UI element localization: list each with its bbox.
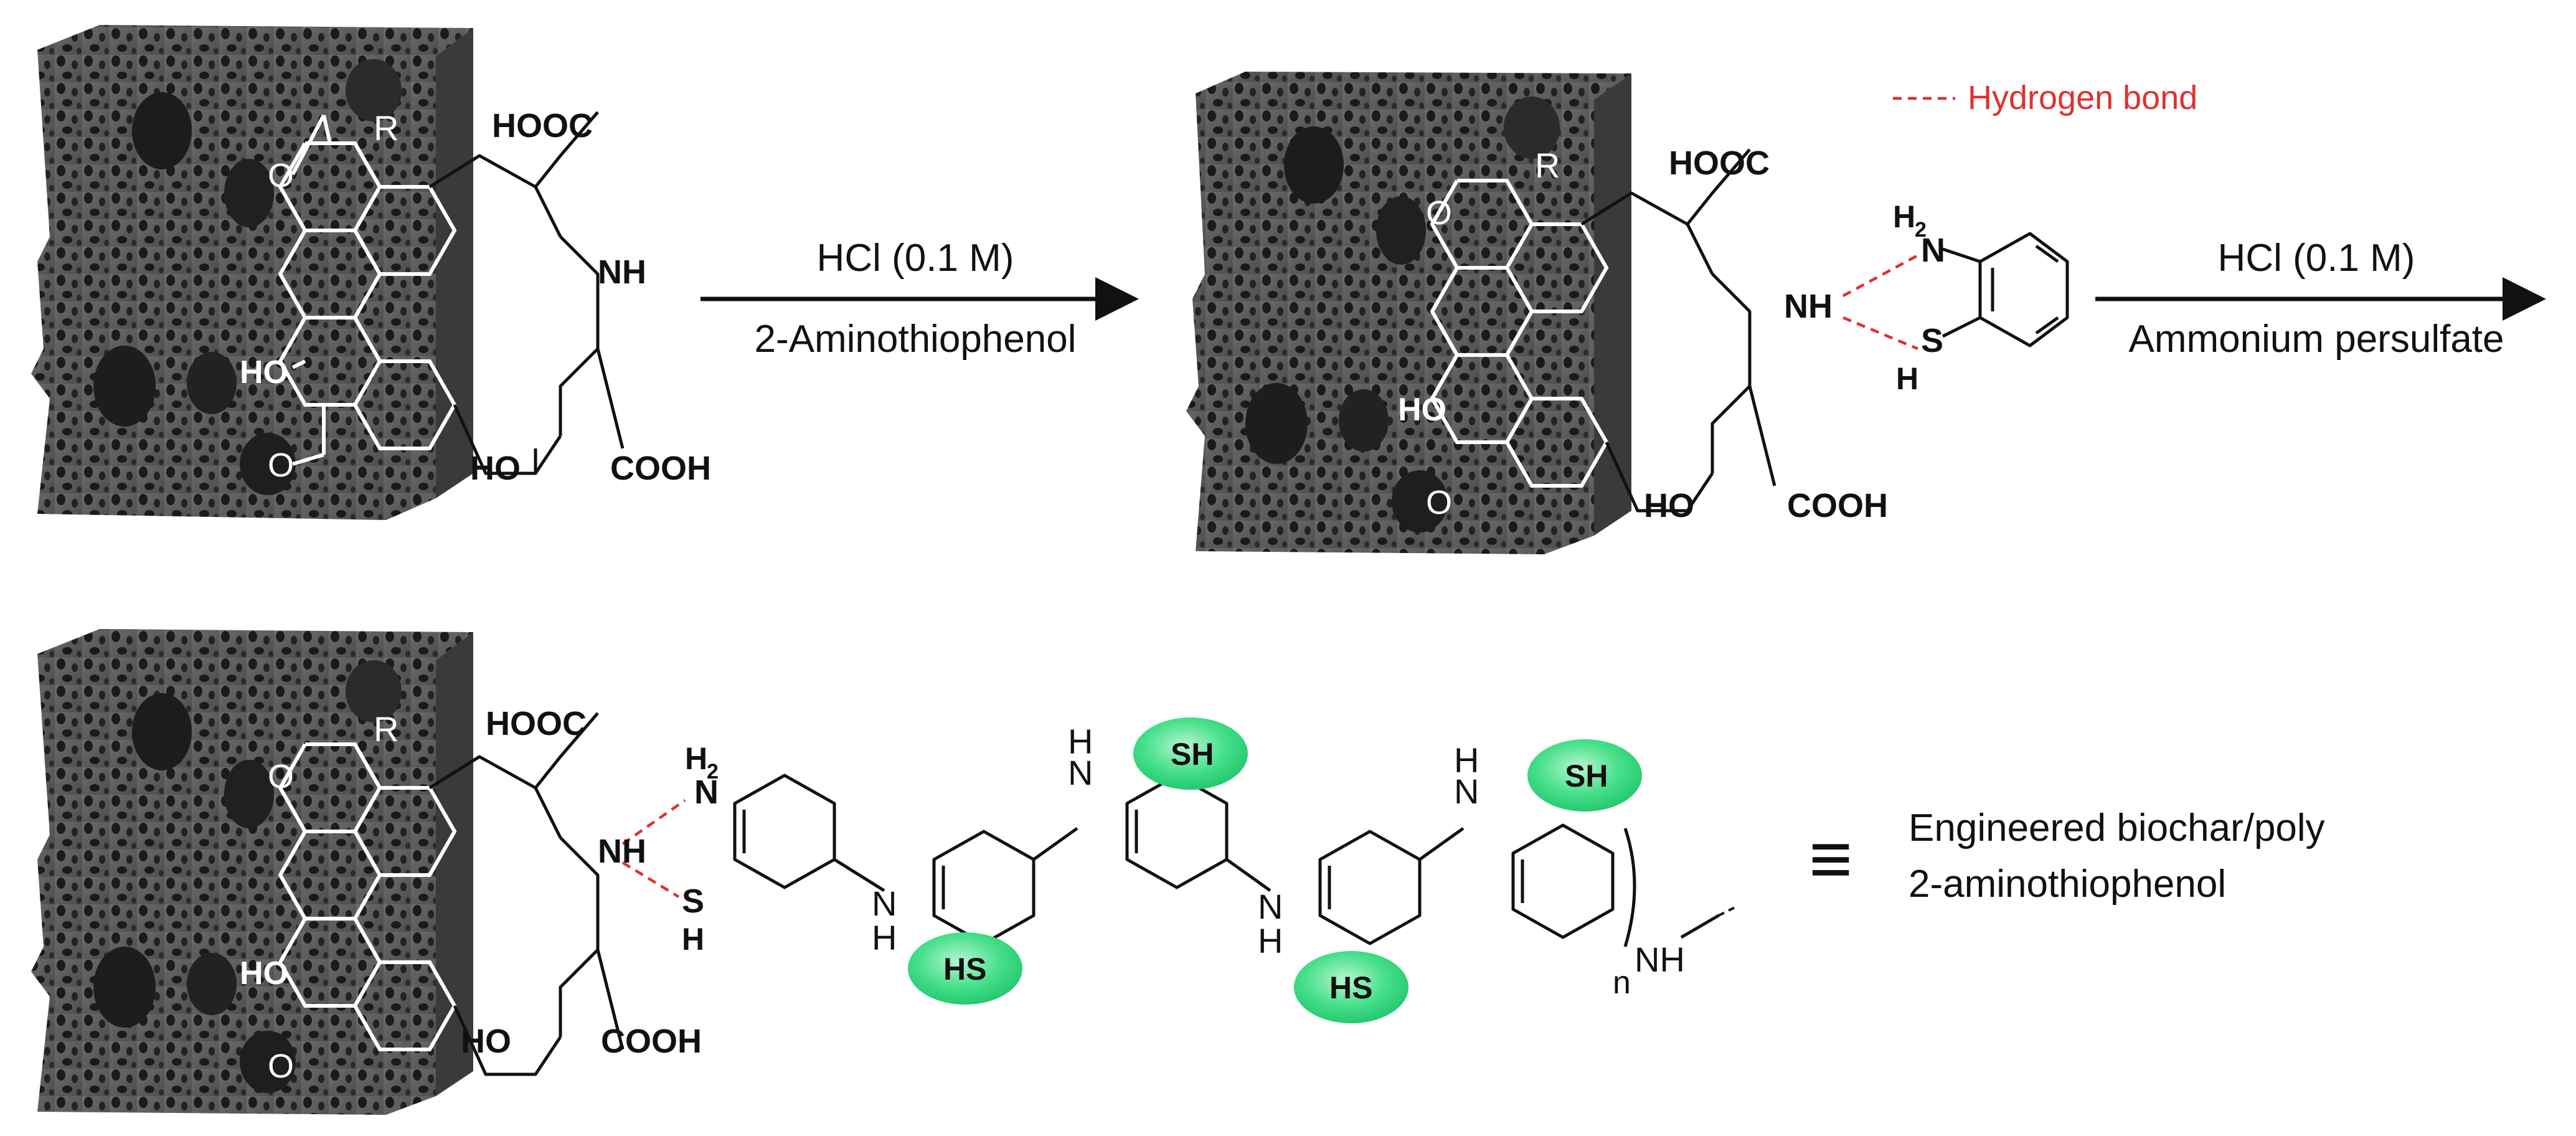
polymer-h2-subscript: 2 bbox=[707, 760, 719, 783]
thiol-label-2: HS bbox=[943, 952, 986, 987]
polymer-nh-4-h: H bbox=[1454, 741, 1479, 780]
polymer-nh-2-n: N bbox=[1068, 753, 1093, 792]
polymer-h-label: H bbox=[685, 741, 707, 776]
nh-label-1: NH bbox=[598, 253, 646, 291]
biochar-block-2 bbox=[1186, 72, 1631, 554]
polymer-nh-2-h: H bbox=[1068, 722, 1093, 761]
polymer-nh-4-n: N bbox=[1454, 772, 1479, 811]
ho-label-2b: HO bbox=[1644, 487, 1694, 524]
ho-label-3a: HO bbox=[240, 955, 288, 992]
amine-h-label-2: H bbox=[1893, 199, 1915, 234]
arrow-2-condition-bottom: Ammonium persulfate bbox=[2128, 318, 2504, 361]
hooc-label-1: HOOC bbox=[492, 107, 593, 144]
surface-molecule-3 bbox=[278, 712, 1738, 1076]
ho-label-1b: HO bbox=[470, 450, 521, 487]
surface-molecule-2 bbox=[1430, 148, 2069, 513]
hydrogen-bond-legend-label: Hydrogen bond bbox=[1968, 79, 2197, 116]
thiol-label-3: HS bbox=[1329, 970, 1372, 1005]
nh-label-2: NH bbox=[1784, 288, 1833, 325]
biochar-block-3 bbox=[31, 629, 473, 1115]
r-group-label-3: R bbox=[374, 709, 399, 749]
product-label-line-1: Engineered biochar/poly bbox=[1908, 807, 2325, 850]
ho-label-1a: HO bbox=[240, 354, 288, 391]
polymer-end-nh: NH bbox=[1635, 940, 1685, 979]
thiol-h-label-2: H bbox=[1896, 361, 1918, 396]
ho-label-3b: HO bbox=[461, 1023, 511, 1060]
thiol-label-1: SH bbox=[1171, 737, 1214, 772]
thiol-label-4: SH bbox=[1565, 759, 1608, 793]
arrow-1-condition-top: HCl (0.1 M) bbox=[817, 237, 1014, 280]
arrow-2-condition-top: HCl (0.1 M) bbox=[2218, 237, 2415, 280]
carbonyl-o-label-2a: O bbox=[1426, 194, 1452, 232]
repeat-subscript-n: n bbox=[1613, 965, 1631, 1001]
surface-molecule-1 bbox=[278, 111, 625, 475]
polymer-thiol-h-label: H bbox=[682, 922, 704, 957]
polymer-nh-1-h: H bbox=[872, 918, 897, 957]
carbonyl-o-label-1b: O bbox=[268, 447, 294, 484]
amine-n-label-2: N bbox=[1921, 232, 1945, 269]
ho-label-2a: HO bbox=[1398, 392, 1446, 428]
polymer-thiol-s-label: S bbox=[682, 883, 704, 920]
arrow-1-condition-bottom: 2-Aminothiophenol bbox=[754, 318, 1076, 361]
carbonyl-o-label-1a: O bbox=[268, 157, 294, 194]
amine-h2-subscript-2: 2 bbox=[1915, 218, 1927, 242]
thiol-highlights bbox=[908, 717, 1642, 1023]
carbonyl-o-label-3b: O bbox=[268, 1048, 294, 1085]
biochar-block-1 bbox=[31, 25, 473, 520]
product-label-line-2: 2-aminothiophenol bbox=[1908, 863, 2226, 906]
cooh-label-2: COOH bbox=[1787, 487, 1888, 524]
r-group-label-2: R bbox=[1535, 146, 1560, 185]
hooc-label-2: HOOC bbox=[1669, 144, 1770, 182]
hooc-label-3: HOOC bbox=[486, 705, 587, 742]
polymer-nh-3-n: N bbox=[1258, 887, 1283, 926]
carbonyl-o-label-2b: O bbox=[1426, 484, 1452, 521]
carbonyl-o-label-3a: O bbox=[268, 758, 294, 795]
thiol-s-label-2: S bbox=[1921, 322, 1943, 359]
equivalence-symbol: ≡ bbox=[1809, 817, 1852, 901]
cooh-label-1: COOH bbox=[610, 450, 711, 487]
cooh-label-3: COOH bbox=[601, 1023, 702, 1060]
r-group-label-1: R bbox=[374, 108, 399, 148]
polymer-amine-n-label: N bbox=[694, 774, 719, 811]
polymer-nh-3-h: H bbox=[1258, 921, 1283, 960]
polymer-nh-1-n: N bbox=[872, 884, 897, 923]
nh-label-3: NH bbox=[598, 833, 646, 870]
